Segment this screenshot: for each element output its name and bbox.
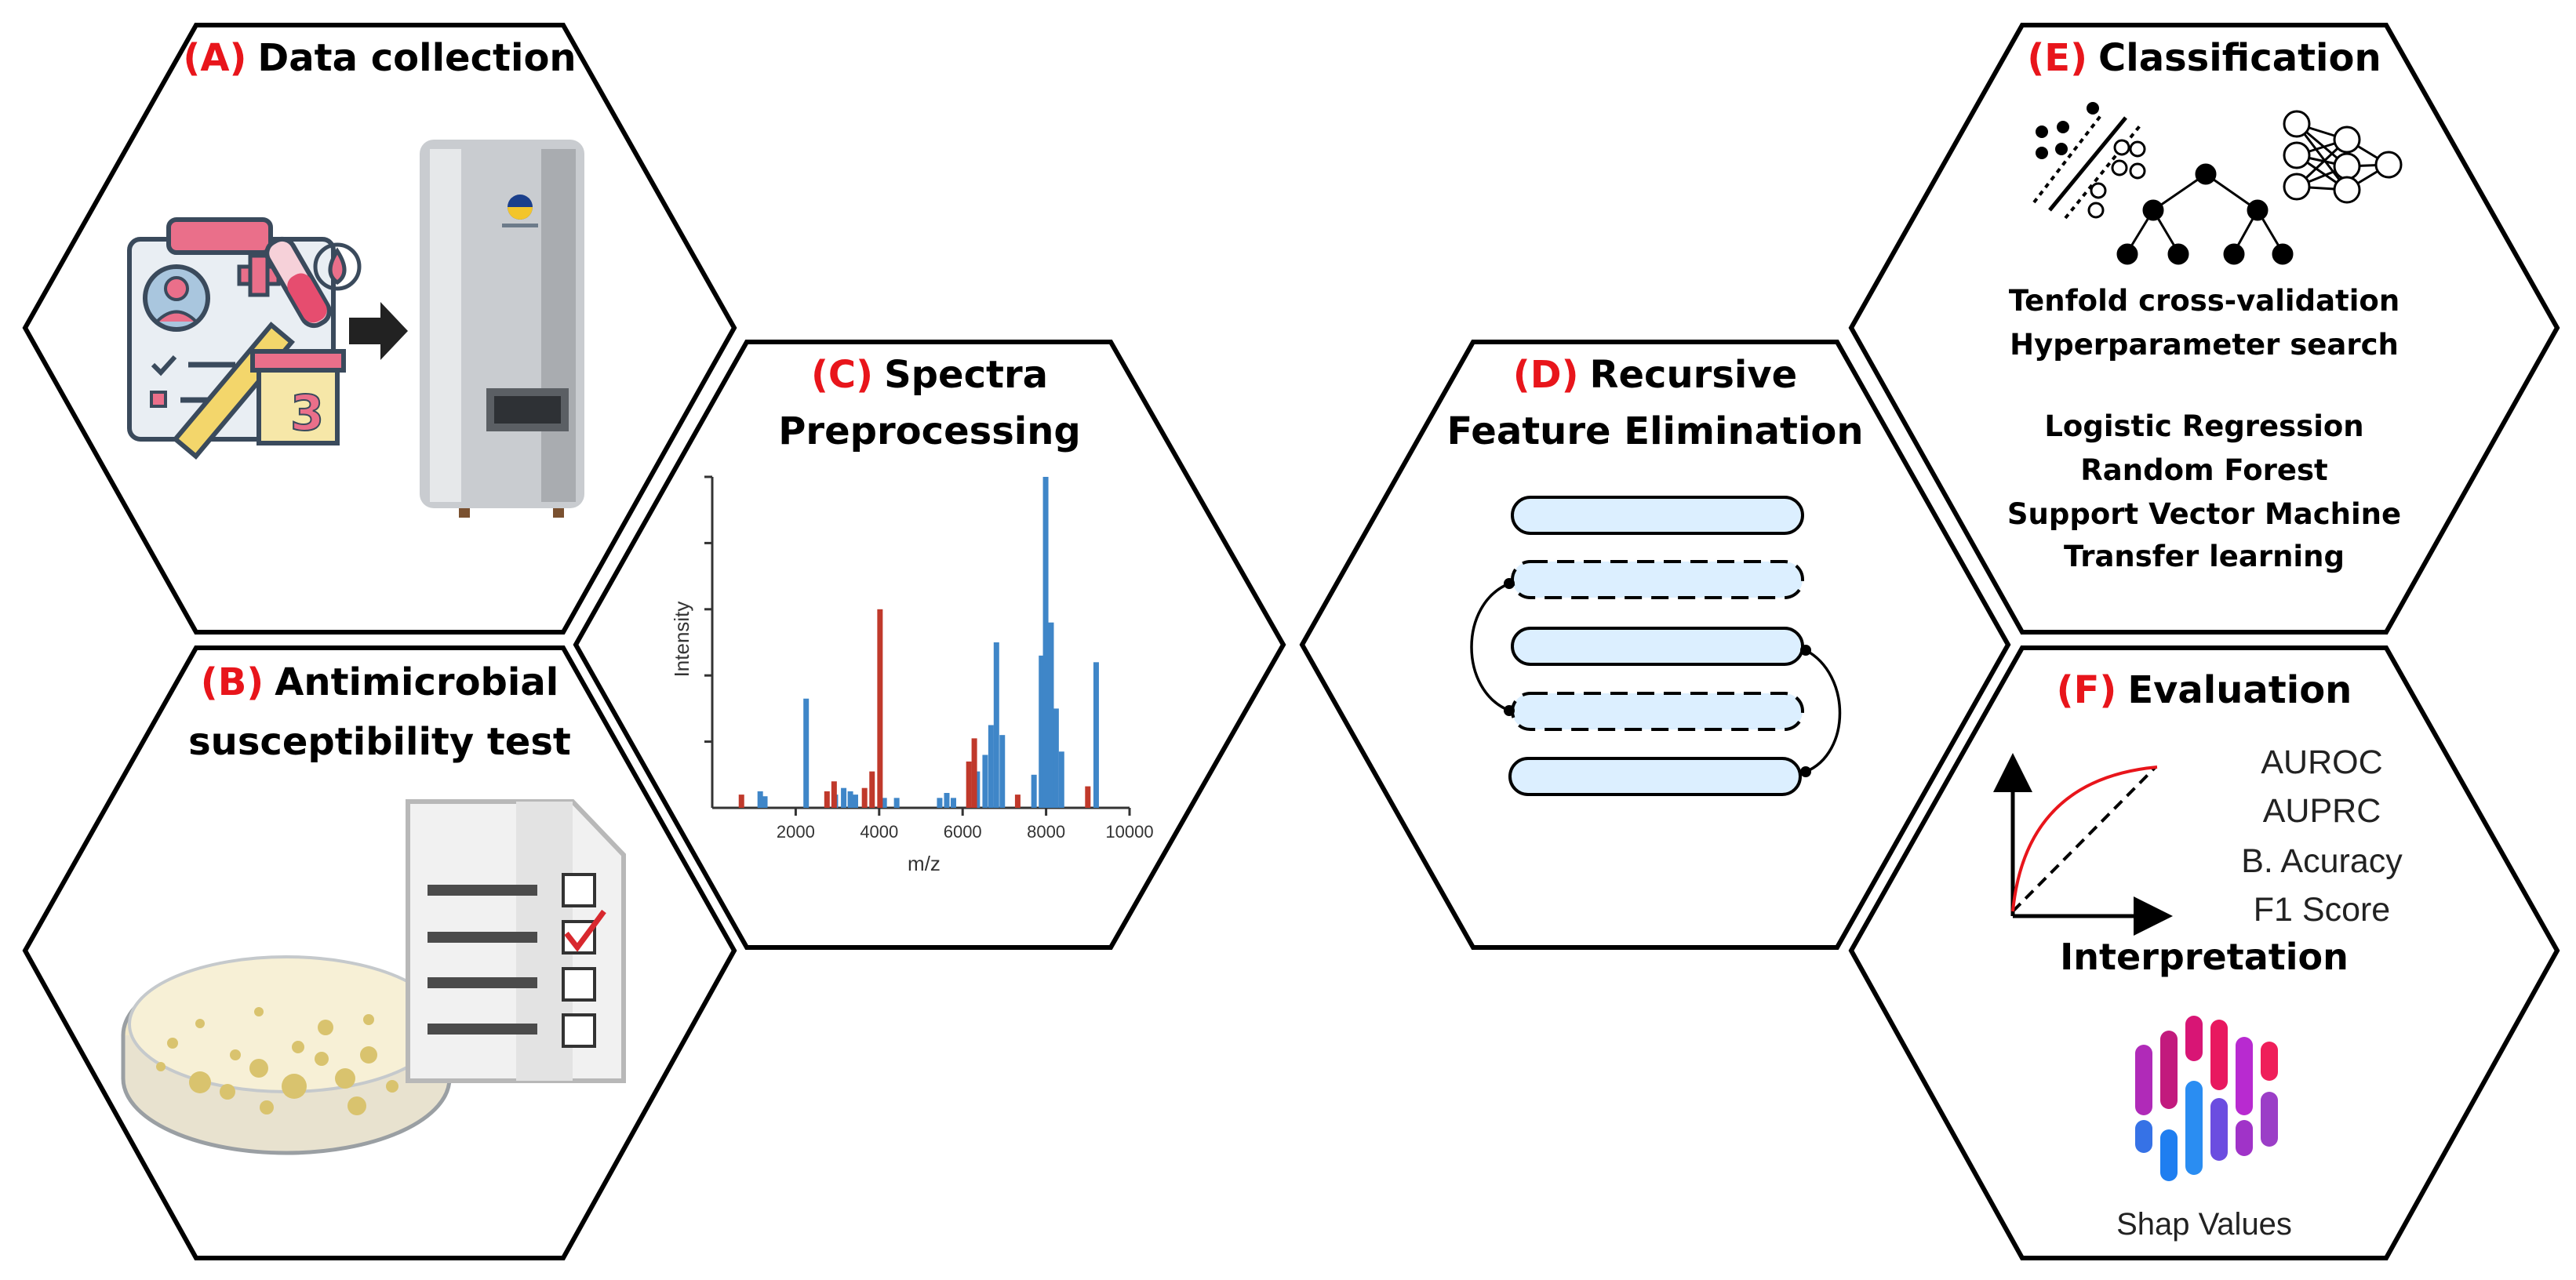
panel-b-tag: (B) <box>201 660 264 704</box>
metric-item: AUPRC <box>2263 792 2381 830</box>
clinical-data-icon: 3 <box>127 217 362 460</box>
mass-spectrometer-icon <box>420 140 584 518</box>
panel-e-title-text: Classification <box>2098 36 2381 80</box>
arrow-right-icon <box>349 302 408 360</box>
svg-text:3: 3 <box>290 384 324 442</box>
spectrum-bar-red <box>824 791 830 808</box>
interpretation-heading: Interpretation <box>2060 936 2349 978</box>
spectrum-bar-blue <box>974 771 981 808</box>
metric-item: B. Acuracy <box>2241 842 2403 880</box>
spectrum-bar-blue <box>1039 655 1045 808</box>
panel-c-title-line1: Spectra <box>884 353 1048 397</box>
shap-values-label: Shap Values <box>2116 1207 2292 1242</box>
spectrum-bar-blue <box>881 798 887 808</box>
spectrum-bar-blue <box>950 798 956 808</box>
elimination-loop-right <box>1805 649 1842 773</box>
feature-set-bar <box>1511 627 1804 666</box>
spectrum-bar-blue <box>1058 751 1064 808</box>
spectrum-bar-blue <box>762 796 768 808</box>
panel-e-title: (E)Classification <box>2027 36 2381 80</box>
spectrum-bar-red <box>831 781 837 808</box>
x-axis-label: m/z <box>908 852 941 875</box>
panel-b-title-line2: susceptibility test <box>188 720 571 764</box>
spectrum-bar-red <box>738 795 744 808</box>
spectrum-bar-blue <box>841 787 847 808</box>
neural-network-icon <box>2283 110 2403 204</box>
spectrum-bar-blue <box>803 698 810 808</box>
hexagon-c <box>573 340 1286 950</box>
svm-icon <box>2032 102 2146 220</box>
spectrum-bar-blue <box>993 642 999 808</box>
spectra-chart: 2000 4000 6000 8000 10000 Intensity m/z <box>670 475 1154 875</box>
panel-d-title-line2: Feature Elimination <box>1446 409 1863 453</box>
model-item: Transfer learning <box>2064 540 2345 573</box>
x-tick-label: 6000 <box>944 822 982 842</box>
roc-curve-icon <box>1993 753 2173 936</box>
spectrum-bar-blue <box>944 793 950 808</box>
spectrum-bar-blue <box>1093 662 1099 808</box>
panel-d-title-line1: Recursive <box>1590 353 1798 397</box>
panel-d-title: (D)Recursive <box>1513 353 1797 397</box>
panel-a-title: (A)Data collection <box>183 36 576 80</box>
panel-e-tag: (E) <box>2027 36 2087 80</box>
spectrum-bar-red <box>1014 795 1021 808</box>
x-tick-label: 2000 <box>777 822 815 842</box>
elimination-loop-left <box>1470 582 1510 712</box>
panel-c-title: (C)Spectra <box>811 353 1048 397</box>
panel-f-tag: (F) <box>2057 668 2117 712</box>
petri-dish-icon <box>121 955 452 1155</box>
rfe-diagram <box>1470 496 1842 796</box>
spectrum-bar-blue <box>937 798 943 808</box>
spectrum-bar-blue <box>982 755 988 808</box>
cv-label: Tenfold cross-validation <box>2009 284 2400 318</box>
decision-tree-icon <box>2116 163 2294 265</box>
spectrum-bar-red <box>1085 786 1091 808</box>
spectrum-bar-blue <box>999 735 1006 808</box>
panel-a-tag: (A) <box>183 36 246 80</box>
spectrum-bar-blue <box>1048 622 1054 808</box>
panel-b-title: (B)Antimicrobial <box>201 660 558 704</box>
panel-d-tag: (D) <box>1513 353 1579 397</box>
shap-logo-icon <box>2135 1016 2278 1181</box>
eliminated-feature-bar <box>1511 560 1804 599</box>
panel-c-title-line2: Preprocessing <box>778 409 1081 453</box>
hexagon-e <box>1848 23 2560 635</box>
panel-c-tag: (C) <box>811 353 873 397</box>
panel-a-title-text: Data collection <box>257 36 576 80</box>
spectrum-bar-blue <box>757 791 763 808</box>
spectrum-bar-red <box>877 609 883 808</box>
classifier-icons <box>2032 102 2403 265</box>
x-tick-label: 4000 <box>860 822 898 842</box>
model-item: Random Forest <box>2080 453 2327 487</box>
spectrum-bar-blue <box>988 725 994 808</box>
checklist-icon <box>406 799 626 1083</box>
spectrum-bar-red <box>869 771 875 808</box>
model-item: Support Vector Machine <box>2007 497 2401 531</box>
metric-item: F1 Score <box>2254 891 2390 929</box>
hp-search-label: Hyperparameter search <box>2010 328 2399 362</box>
spectrum-bar-blue <box>1053 708 1059 808</box>
hexagon-f <box>1848 645 2560 1260</box>
spectrum-bar-red <box>966 761 972 808</box>
spectrum-bar-blue <box>847 791 853 808</box>
spectrum-bar-blue <box>852 795 858 808</box>
eliminated-feature-bar <box>1511 692 1804 731</box>
check-mark-icon <box>564 909 606 952</box>
panel-b-title-line1: Antimicrobial <box>275 660 558 704</box>
panel-f-title-text: Evaluation <box>2127 668 2352 712</box>
x-tick-label: 10000 <box>1105 822 1153 842</box>
y-axis-label: Intensity <box>670 602 693 678</box>
spectrum-bar-red <box>861 787 868 808</box>
feature-set-bar <box>1511 496 1804 535</box>
feature-set-bar <box>1508 757 1802 796</box>
x-tick-label: 8000 <box>1027 822 1065 842</box>
spectrum-bar-blue <box>1031 774 1037 808</box>
spectrum-bar-red <box>971 738 977 808</box>
panel-f-title: (F)Evaluation <box>2057 668 2352 712</box>
model-item: Logistic Regression <box>2044 409 2363 443</box>
metric-item: AUROC <box>2261 744 2382 781</box>
spectrum-bar-blue <box>893 798 900 808</box>
spectrum-bar-blue <box>1042 477 1049 808</box>
